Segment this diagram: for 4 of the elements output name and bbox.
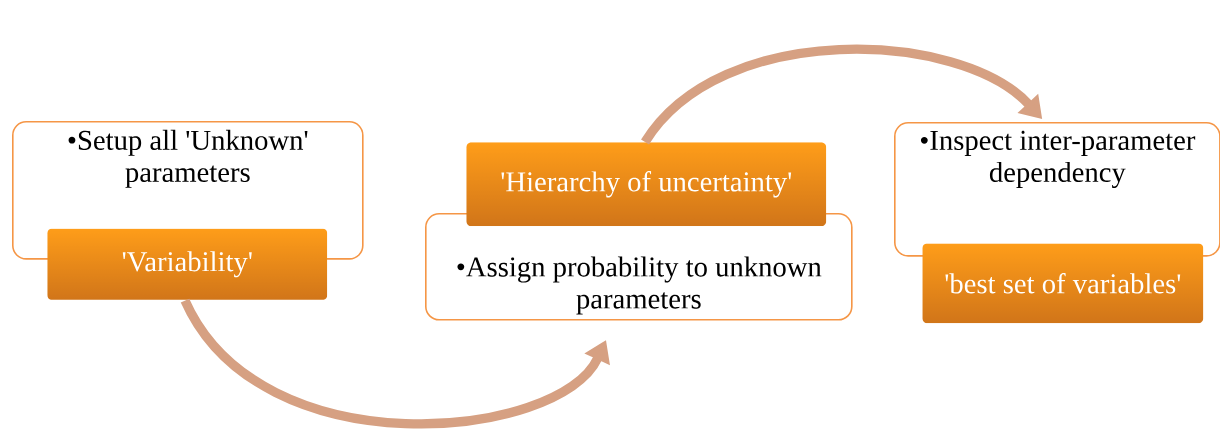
text-card: •Inspect inter-parameter dependency [894,122,1220,257]
label-tag: 'Hierarchy of uncertainty' [501,171,792,198]
curved-arrow [181,298,610,429]
label-tag: 'best set of variables' [945,273,1181,294]
